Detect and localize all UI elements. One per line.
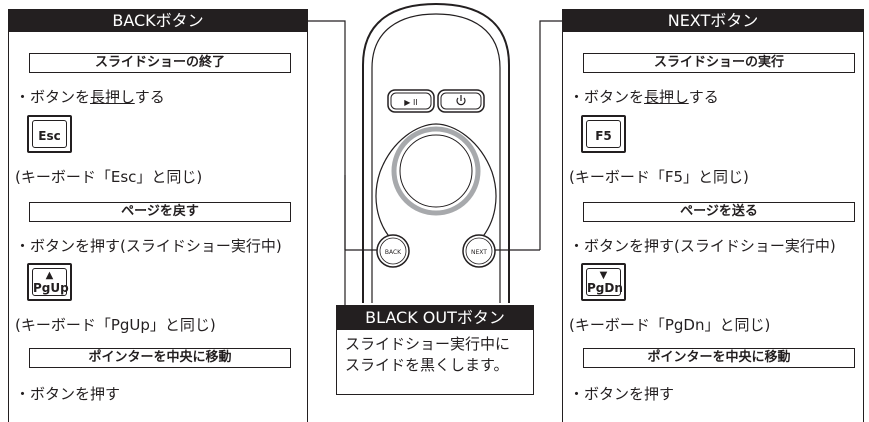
esc-key: Esc: [27, 115, 72, 153]
remote-inner-outline: [371, 13, 501, 303]
section-header-next-page: ページを送る: [583, 202, 855, 222]
section-header-end-slideshow: スライドショーの終了: [29, 53, 291, 73]
power-icon: [456, 95, 466, 106]
next-leader-line: [539, 20, 562, 250]
note-f5: (キーボード「F5」と同じ): [569, 168, 749, 186]
next-button[interactable]: [462, 234, 496, 268]
instruction-long-press: ・ボタンを長押しする: [569, 88, 719, 106]
f5-key: F5: [581, 115, 626, 153]
instruction-press-running: ・ボタンを押す(スライドショー実行中): [15, 237, 282, 255]
back-panel-title: BACKボタン: [9, 9, 307, 32]
center-pad[interactable]: [399, 134, 473, 208]
touch-ring[interactable]: [391, 126, 481, 216]
note-esc: (キーボード「Esc」と同じ): [15, 168, 203, 186]
play-pause-label: ▶ II: [404, 98, 417, 107]
instruction-long-press: ・ボタンを長押しする: [15, 88, 165, 106]
nav-pad-outline: [375, 123, 497, 241]
blackout-line-1: スライドショー実行中に: [345, 335, 511, 353]
f5-key-label: F5: [595, 129, 612, 143]
blackout-title: BLACK OUTボタン: [337, 306, 533, 330]
section-header-prev-page: ページを戻す: [29, 202, 291, 222]
section-header-center-pointer: ポインターを中央に移動: [29, 348, 291, 368]
next-panel-title: NEXTボタン: [563, 9, 863, 32]
up-arrow-icon: ▲: [45, 270, 54, 281]
note-pgup: (キーボード「PgUp」と同じ): [15, 316, 216, 334]
back-button-label: BACK: [385, 249, 402, 256]
back-panel: BACKボタン スライドショーの終了 ・ボタンを長押しする Esc (キーボード…: [8, 9, 308, 422]
blackout-callout: BLACK OUTボタン スライドショー実行中に スライドを黒くします。: [336, 305, 534, 395]
blackout-description: スライドショー実行中に スライドを黒くします。: [337, 330, 533, 376]
instruction-press: ・ボタンを押す: [15, 385, 121, 403]
pgup-key: ▲ PgUp: [27, 263, 72, 301]
pgdn-key: ▼ PgDn: [581, 263, 626, 301]
next-button-label: NEXT: [471, 249, 487, 256]
esc-key-label: Esc: [38, 129, 61, 143]
back-leader-line: [308, 20, 346, 250]
blackout-line-2: スライドを黒くします。: [345, 356, 509, 374]
section-header-center-pointer: ポインターを中央に移動: [583, 348, 855, 368]
instruction-press: ・ボタンを押す: [569, 385, 675, 403]
instruction-press-running: ・ボタンを押す(スライドショー実行中): [569, 237, 836, 255]
pgup-key-label: PgUp: [33, 281, 69, 295]
down-arrow-icon: ▼: [599, 270, 608, 281]
note-pgdn: (キーボード「PgDn」と同じ): [569, 316, 771, 334]
pgdn-key-label: PgDn: [587, 281, 623, 295]
section-header-run-slideshow: スライドショーの実行: [583, 53, 855, 73]
next-panel: NEXTボタン スライドショーの実行 ・ボタンを長押しする F5 (キーボード「…: [562, 9, 864, 422]
play-pause-button[interactable]: [387, 89, 435, 113]
back-button[interactable]: [376, 234, 410, 268]
